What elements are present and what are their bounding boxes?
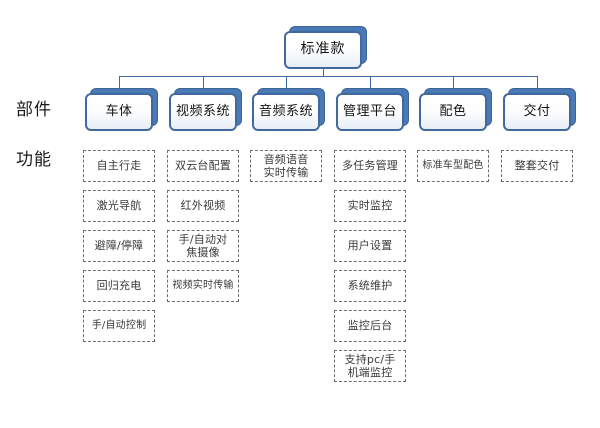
node-vehicle-body[interactable]: 车体: [85, 88, 158, 131]
connector-drop-color-scheme: [453, 76, 454, 93]
function-box-vehicle-body-5[interactable]: 手/自动控制: [83, 310, 155, 342]
function-box-management-platform-6[interactable]: 支持pc/手 机端监控: [334, 350, 406, 382]
node-management-platform[interactable]: 管理平台: [336, 88, 409, 131]
function-box-management-platform-5[interactable]: 监控后台: [334, 310, 406, 342]
node-label: 配色: [439, 103, 467, 119]
connector-drop-delivery: [537, 76, 538, 93]
function-label: 系统维护: [347, 279, 393, 293]
function-label: 实时监控: [347, 199, 393, 213]
function-box-audio-system-1[interactable]: 音频语音 实时传输: [250, 150, 322, 182]
function-label: 用户设置: [347, 239, 393, 253]
node-label: 视频系统: [175, 103, 230, 119]
function-label: 标准车型配色: [422, 159, 484, 171]
function-label: 激光导航: [96, 199, 142, 213]
node-face: 配色: [419, 93, 487, 131]
function-label: 监控后台: [347, 319, 393, 333]
function-box-color-scheme-1[interactable]: 标准车型配色: [417, 150, 489, 182]
connector-bus: [119, 76, 537, 77]
node-label: 音频系统: [258, 103, 313, 119]
function-box-vehicle-body-4[interactable]: 回归充电: [83, 270, 155, 302]
node-face: 管理平台: [336, 93, 404, 131]
node-face: 标准款: [284, 31, 362, 69]
row-label-functions: 功能: [16, 150, 52, 170]
row-label-parts: 部件: [16, 100, 52, 120]
node-face: 音频系统: [252, 93, 320, 131]
function-box-delivery-1[interactable]: 整套交付: [501, 150, 573, 182]
function-box-management-platform-1[interactable]: 多任务管理: [334, 150, 406, 182]
function-label: 整套交付: [514, 159, 560, 173]
function-box-management-platform-4[interactable]: 系统维护: [334, 270, 406, 302]
node-label: 车体: [105, 103, 133, 119]
node-color-scheme[interactable]: 配色: [419, 88, 492, 131]
function-box-video-system-3[interactable]: 手/自动对 焦摄像: [167, 230, 239, 262]
node-face: 交付: [503, 93, 571, 131]
node-label: 交付: [523, 103, 551, 119]
connector-drop-vehicle-body: [119, 76, 120, 93]
connector-drop-video-system: [203, 76, 204, 93]
function-box-management-platform-2[interactable]: 实时监控: [334, 190, 406, 222]
function-box-vehicle-body-2[interactable]: 激光导航: [83, 190, 155, 222]
connector-root-stem: [323, 69, 324, 76]
function-label: 多任务管理: [342, 159, 398, 173]
function-label: 支持pc/手 机端监控: [344, 352, 396, 379]
function-label: 自主行走: [96, 159, 142, 173]
function-label: 手/自动控制: [91, 319, 147, 331]
function-label: 双云台配置: [175, 159, 231, 173]
node-label: 管理平台: [342, 103, 397, 119]
node-face: 视频系统: [169, 93, 237, 131]
node-label: 标准款: [300, 41, 346, 58]
function-box-video-system-2[interactable]: 红外视频: [167, 190, 239, 222]
node-root[interactable]: 标准款: [284, 26, 367, 69]
function-label: 红外视频: [180, 199, 226, 213]
function-label: 手/自动对 焦摄像: [178, 232, 228, 259]
function-box-management-platform-3[interactable]: 用户设置: [334, 230, 406, 262]
node-delivery[interactable]: 交付: [503, 88, 576, 131]
function-label: 避障/停障: [94, 239, 144, 253]
node-audio-system[interactable]: 音频系统: [252, 88, 325, 131]
function-box-vehicle-body-1[interactable]: 自主行走: [83, 150, 155, 182]
function-label: 音频语音 实时传输: [263, 152, 309, 179]
function-box-video-system-4[interactable]: 视频实时传输: [167, 270, 239, 302]
function-label: 视频实时传输: [172, 279, 234, 291]
function-box-video-system-1[interactable]: 双云台配置: [167, 150, 239, 182]
connector-drop-management-platform: [370, 76, 371, 93]
node-face: 车体: [85, 93, 153, 131]
connector-drop-audio-system: [286, 76, 287, 93]
node-video-system[interactable]: 视频系统: [169, 88, 242, 131]
function-box-vehicle-body-3[interactable]: 避障/停障: [83, 230, 155, 262]
function-label: 回归充电: [96, 279, 142, 293]
